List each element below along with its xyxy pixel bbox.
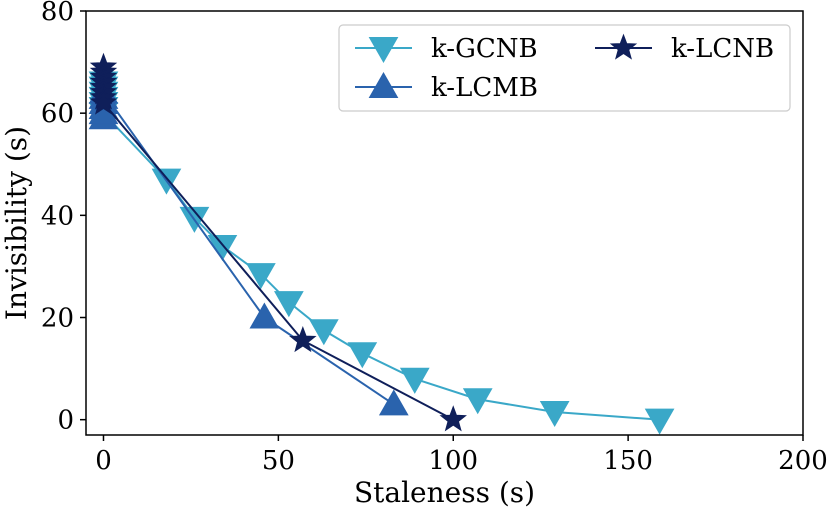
- data-point: [378, 389, 409, 416]
- y-axis-label: Invisibility (s): [0, 126, 33, 320]
- data-point: [289, 326, 317, 353]
- series-k-GCNB: [88, 71, 675, 435]
- legend-marker: [368, 71, 399, 98]
- series-line: [102, 82, 660, 421]
- x-tick-label: 100: [428, 446, 478, 476]
- series-k-LCMB: [88, 77, 409, 416]
- x-axis-label: Staleness (s): [354, 476, 535, 507]
- data-point: [89, 88, 118, 115]
- legend-marker: [609, 33, 638, 60]
- series-line: [102, 67, 454, 421]
- legend-item: k-LCNB: [595, 33, 774, 64]
- series-line: [102, 89, 395, 406]
- x-tick-label: 200: [778, 446, 828, 476]
- plot-frame: [85, 10, 804, 436]
- legend: k-GCNB k-LCMB k-LCNB: [338, 24, 791, 112]
- y-tick-label: 80: [41, 0, 74, 27]
- y-axis: 0 20 40 60 80: [41, 0, 86, 436]
- data-point: [462, 388, 493, 415]
- data-point: [246, 263, 276, 290]
- data-point: [347, 342, 378, 369]
- y-tick-label: 40: [41, 201, 74, 231]
- x-tick-label: 50: [262, 446, 295, 476]
- x-axis: 0 50 100 150 200: [95, 435, 828, 476]
- legend-label: k-GCNB: [431, 34, 538, 64]
- legend-label: k-LCNB: [671, 34, 774, 64]
- x-tick-label: 150: [603, 446, 653, 476]
- y-tick-label: 20: [41, 304, 74, 334]
- legend-label: k-LCMB: [431, 73, 538, 103]
- legend-item: k-GCNB: [355, 34, 538, 64]
- y-tick-label: 60: [41, 99, 74, 129]
- data-point: [273, 291, 304, 318]
- data-point: [539, 401, 570, 428]
- data-point: [399, 367, 430, 394]
- y-tick-label: 0: [57, 406, 74, 436]
- data-point: [249, 302, 280, 329]
- data-point: [308, 319, 339, 346]
- plot-area: [88, 52, 675, 435]
- legend-item: k-LCMB: [355, 71, 538, 103]
- series-k-LCNB: [89, 52, 467, 432]
- x-tick-label: 0: [95, 446, 112, 476]
- legend-box: [338, 24, 791, 112]
- legend-marker: [368, 37, 399, 64]
- data-point: [439, 405, 467, 432]
- data-point: [644, 408, 675, 435]
